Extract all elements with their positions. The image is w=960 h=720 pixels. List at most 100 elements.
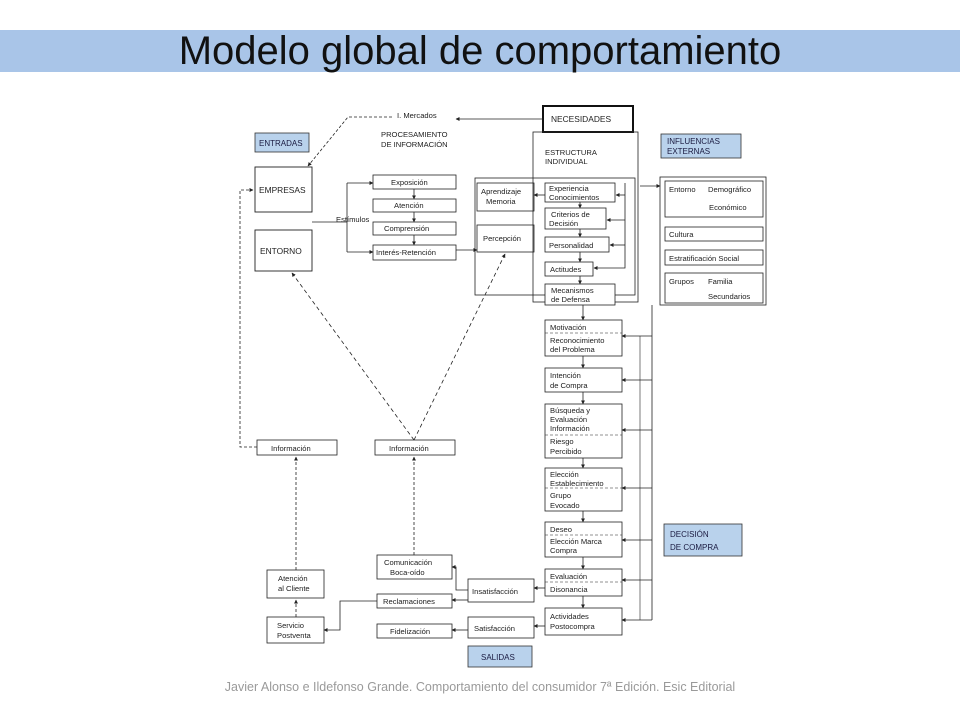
process-step-motivacion: Motivación Reconocimiento del Problema: [544, 319, 623, 357]
process-step-intencion: Intención de Compra: [544, 367, 623, 393]
box-comunicacion: Comunicación Boca-oído: [376, 554, 453, 580]
svg-text:Boca-oído: Boca-oído: [390, 568, 425, 577]
svg-text:ENTRADAS: ENTRADAS: [259, 139, 303, 148]
process-step-deseo: Deseo Elección Marca Compra: [544, 521, 623, 558]
box-empresas: EMPRESAS: [254, 166, 313, 213]
svg-text:Disonancia: Disonancia: [550, 585, 588, 594]
label-estructura-1: ESTRUCTURA: [545, 148, 598, 157]
svg-text:Decisión: Decisión: [549, 219, 578, 228]
svg-text:Familia: Familia: [708, 277, 733, 286]
svg-text:Entorno: Entorno: [669, 185, 696, 194]
svg-text:Cultura: Cultura: [669, 230, 694, 239]
svg-text:Reclamaciones: Reclamaciones: [383, 597, 435, 606]
svg-text:Aprendizaje: Aprendizaje: [481, 187, 521, 196]
svg-text:Actitudes: Actitudes: [550, 265, 581, 274]
label-procesamiento-2: DE INFORMACIÓN: [381, 140, 448, 149]
svg-text:Memoria: Memoria: [486, 197, 516, 206]
box-fidelizacion: Fidelización: [376, 623, 453, 639]
svg-text:Exposición: Exposición: [391, 178, 428, 187]
svg-text:EMPRESAS: EMPRESAS: [259, 185, 306, 195]
svg-text:ENTORNO: ENTORNO: [260, 246, 302, 256]
svg-text:Conocimientos: Conocimientos: [549, 193, 599, 202]
title-band: [0, 30, 960, 72]
svg-text:Comprensión: Comprensión: [384, 224, 429, 233]
connectors: [239, 116, 661, 632]
svg-text:DECISIÓN: DECISIÓN: [670, 530, 709, 539]
svg-text:Elección: Elección: [550, 470, 579, 479]
procesamiento-steps: Exposición Atención Comprensión Interés-…: [372, 174, 457, 261]
svg-text:Servicio: Servicio: [277, 621, 304, 630]
svg-text:Información: Información: [271, 444, 311, 453]
svg-text:al Cliente: al Cliente: [278, 584, 310, 593]
svg-text:INFLUENCIAS: INFLUENCIAS: [667, 137, 720, 146]
svg-text:Evaluación: Evaluación: [550, 415, 587, 424]
influencia-estratificacion: Estratificación Social: [664, 249, 764, 266]
svg-text:Personalidad: Personalidad: [549, 241, 593, 250]
box-necesidades: NECESIDADES: [542, 105, 634, 133]
process-step-eleccion-establecimiento: Elección Establecimiento Grupo Evocado: [544, 467, 623, 512]
svg-text:Grupos: Grupos: [669, 277, 694, 286]
svg-text:Comunicación: Comunicación: [384, 558, 432, 567]
svg-text:Intención: Intención: [550, 371, 581, 380]
svg-text:Reconocimiento: Reconocimiento: [550, 336, 604, 345]
svg-text:Motivación: Motivación: [550, 323, 586, 332]
svg-text:Percepción: Percepción: [483, 234, 521, 243]
svg-text:Información: Información: [550, 424, 590, 433]
svg-text:Insatisfacción: Insatisfacción: [472, 587, 518, 596]
svg-text:Económico: Económico: [709, 203, 747, 212]
box-informacion-left: Información: [256, 439, 338, 456]
box-servicio-postventa: Servicio Postventa: [266, 616, 325, 644]
svg-text:Búsqueda y: Búsqueda y: [550, 406, 590, 415]
label-mercados: I. Mercados: [397, 111, 437, 120]
svg-text:Postocompra: Postocompra: [550, 622, 596, 631]
box-reclamaciones: Reclamaciones: [376, 593, 453, 609]
box-informacion-center: Información: [374, 439, 456, 456]
tag-influencias-externas: INFLUENCIAS EXTERNAS: [660, 133, 742, 159]
svg-text:Actividades: Actividades: [550, 612, 589, 621]
label-estimulos: Estímulos: [336, 215, 370, 224]
svg-text:Experiencia: Experiencia: [549, 184, 589, 193]
svg-text:DE COMPRA: DE COMPRA: [670, 543, 719, 552]
svg-text:EXTERNAS: EXTERNAS: [667, 147, 710, 156]
svg-text:SALIDAS: SALIDAS: [481, 653, 515, 662]
tag-entradas: ENTRADAS: [254, 132, 310, 153]
box-entorno: ENTORNO: [254, 229, 313, 272]
influencia-cultura: Cultura: [664, 226, 764, 242]
svg-text:Riesgo: Riesgo: [550, 437, 574, 446]
svg-text:Postventa: Postventa: [277, 631, 312, 640]
svg-text:Deseo: Deseo: [550, 525, 572, 534]
label-estructura-2: INDIVIDUAL: [545, 157, 588, 166]
svg-text:Evocado: Evocado: [550, 501, 580, 510]
svg-text:Demográfico: Demográfico: [708, 185, 751, 194]
svg-text:Fidelización: Fidelización: [390, 627, 430, 636]
box-satisfaccion: Satisfacción: [467, 616, 535, 639]
svg-text:del Problema: del Problema: [550, 345, 596, 354]
svg-text:Compra: Compra: [550, 546, 578, 555]
process-step-actividades-postcompra: Actividades Postocompra: [544, 607, 623, 636]
svg-text:Satisfacción: Satisfacción: [474, 624, 515, 633]
svg-text:Estratificación Social: Estratificación Social: [669, 254, 739, 263]
svg-text:Establecimiento: Establecimiento: [550, 479, 604, 488]
svg-text:Elección Marca: Elección Marca: [550, 537, 603, 546]
svg-text:Evaluación: Evaluación: [550, 572, 587, 581]
svg-text:Percibido: Percibido: [550, 447, 582, 456]
box-psicologicos: Aprendizaje Memoria Percepción: [474, 177, 636, 296]
label-procesamiento-1: PROCESAMIENTO: [381, 130, 448, 139]
svg-text:de Defensa: de Defensa: [551, 295, 591, 304]
box-insatisfaccion: Insatisfacción: [467, 578, 535, 603]
svg-text:Información: Información: [389, 444, 429, 453]
svg-text:Grupo: Grupo: [550, 491, 571, 500]
slide-title: Modelo global de comportamiento: [178, 29, 782, 73]
process-step-busqueda: Búsqueda y Evaluación Información Riesgo…: [544, 403, 623, 459]
process-step-evaluacion: Evaluación Disonancia: [544, 568, 623, 597]
influencia-grupos: Grupos Familia Secundarios: [664, 272, 764, 304]
svg-text:Atención: Atención: [394, 201, 424, 210]
svg-text:Atención: Atención: [278, 574, 308, 583]
influencia-entorno: Entorno Demográfico Económico: [664, 180, 764, 218]
svg-text:de Compra: de Compra: [550, 381, 588, 390]
svg-text:Secundarios: Secundarios: [708, 292, 750, 301]
svg-text:Interés-Retención: Interés-Retención: [376, 248, 436, 257]
svg-text:Mecanismos: Mecanismos: [551, 286, 594, 295]
estructura-items: Experiencia Conocimientos Criterios de D…: [544, 182, 616, 277]
